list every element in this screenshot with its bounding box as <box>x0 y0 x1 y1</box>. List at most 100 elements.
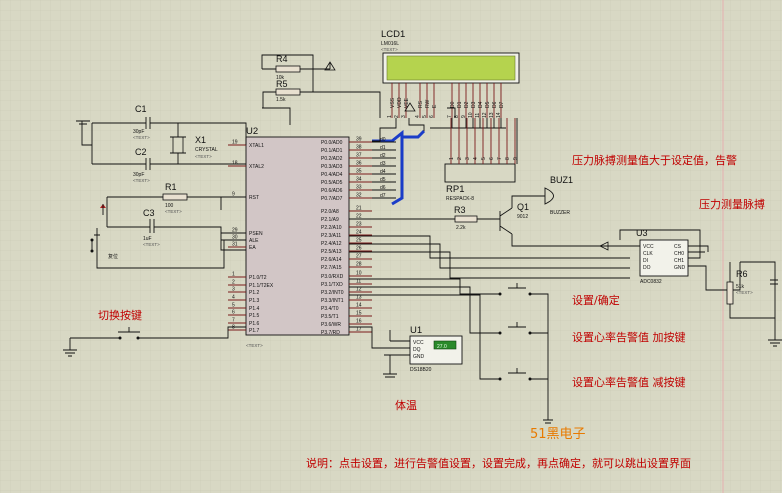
lcd-ref: LCD1 <box>381 29 405 40</box>
r5-value: 1.5k <box>276 97 286 103</box>
net-label: d1 <box>380 145 386 151</box>
lcd-pin-number: 14 <box>496 112 502 118</box>
mcu-ref: U2 <box>246 126 258 137</box>
adc-pin-label: GND <box>674 265 686 271</box>
mcu-pin-number: 33 <box>356 185 362 191</box>
lcd-pin-label: D1 <box>457 101 463 108</box>
reset-label: 复位 <box>108 253 118 260</box>
u3-ref: U3 <box>636 228 648 238</box>
r6-value: 51k <box>736 284 745 290</box>
mcu-pin-number: 26 <box>356 246 362 252</box>
crystal-wires <box>81 121 247 165</box>
svg-text:1: 1 <box>449 157 455 160</box>
mcu-pin-number: 10 <box>356 271 362 277</box>
mcu-pin-name: P2.5/A13 <box>321 249 342 255</box>
mcu-pin-number: 9 <box>232 192 235 198</box>
net-label: d0 <box>380 137 386 143</box>
power-symbol-top <box>324 61 336 71</box>
c1-value: 30pF <box>133 129 144 135</box>
mcu-pin-name: P2.4/A12 <box>321 241 342 247</box>
temperature-sensor[interactable]: U1 VCC DQ GND 27.0 DS18B20 <box>409 325 463 373</box>
mcu-pin-name: P0.7/AD7 <box>321 196 343 202</box>
mcu-pin-name: P2.0/A8 <box>321 209 339 215</box>
svg-text:GND: GND <box>413 354 425 360</box>
u1-ref: U1 <box>410 325 422 336</box>
lcd-pin-label: D2 <box>464 101 470 108</box>
mcu-pin-name: P1.7 <box>249 328 260 334</box>
lcd-pin-label: D3 <box>471 101 477 108</box>
lcd-pin-label: RS <box>418 100 424 108</box>
net-label: d2 <box>380 153 386 159</box>
p3-button-wires <box>349 278 549 420</box>
annotation-instructions: 说明：点击设置，进行告警值设置，设置完成，再点确定，就可以跳出设置界面 <box>306 456 691 470</box>
mcu-pin-number: 27 <box>356 254 362 260</box>
lcd-text-tag: <TEXT> <box>381 47 398 52</box>
mcu-pin-name: P2.6/A14 <box>321 257 342 263</box>
mcu-pin-number: 2 <box>232 280 235 286</box>
lcd-pin-label: D7 <box>499 101 505 108</box>
mcu-pin-number: 7 <box>232 318 235 324</box>
c2-value: 30pF <box>133 172 144 178</box>
adc-pin-label: CH0 <box>674 251 684 257</box>
rp1-pull-wire <box>447 107 456 118</box>
mcu-pin-number: 19 <box>232 140 238 146</box>
transistor-q1[interactable]: Q1 9012 <box>499 202 529 235</box>
mcu-pin-name: P0.1/AD1 <box>321 148 343 154</box>
mcu-pin-name: P1.2 <box>249 290 260 296</box>
mcu-pin-name: P0.5/AD5 <box>321 180 343 186</box>
data-bus <box>372 129 404 206</box>
mcu-chip[interactable]: U2 19XTAL118XTAL29RST29PSEN30ALE31EA1P1.… <box>228 126 372 348</box>
capacitor-c3[interactable]: C3 1uF <TEXT> <box>143 208 160 247</box>
mcu-pin-name: P1.1/T2EX <box>249 283 274 289</box>
q1-adc-wires <box>349 195 630 279</box>
mcu-pin-number: 13 <box>356 295 362 301</box>
mcu-pin-name: XTAL1 <box>249 143 264 149</box>
watermark: 51黑电子 <box>530 427 586 442</box>
mcu-pin-name: P2.1/A9 <box>321 217 339 223</box>
reset-wires <box>106 196 246 227</box>
data-bus-branch <box>402 129 426 139</box>
mcu-pin-name: P2.2/A10 <box>321 225 342 231</box>
lcd-part: LM016L <box>381 41 399 47</box>
lcd-pin-number: 12 <box>482 112 488 118</box>
mcu-pin-name: P3.5/T1 <box>321 314 339 320</box>
mcu-pin-number: 3 <box>232 287 235 293</box>
mcu-pin-name: P0.3/AD3 <box>321 164 343 170</box>
adc-pin-label: CH1 <box>674 258 684 264</box>
mcu-pin-number: 21 <box>356 206 362 212</box>
mcu-pin-name: P3.3/INT1 <box>321 298 344 304</box>
power-symbol-adc <box>599 241 609 251</box>
mcu-pin-name: P3.7/RD <box>321 330 340 336</box>
mcu-pin-number: 4 <box>232 295 235 301</box>
mcu-pin-name: EA <box>249 245 256 251</box>
reset-button[interactable]: 复位 <box>90 204 119 260</box>
annotation-switch-key: 切换按键 <box>98 308 142 322</box>
mcu-pin-number: 5 <box>232 303 235 309</box>
svg-text:VCC: VCC <box>413 340 424 346</box>
svg-text:8: 8 <box>505 157 511 160</box>
buz-ref: BUZ1 <box>550 175 573 185</box>
button-ground <box>543 419 553 424</box>
svg-text:<TEXT>: <TEXT> <box>133 135 150 140</box>
mcu-pin-name: XTAL2 <box>249 164 264 170</box>
svg-text:2: 2 <box>457 157 463 160</box>
lcd-module[interactable]: LCD1 LM016L <TEXT> VSS1VDD2VEE3RS4RW5E6D… <box>381 29 520 118</box>
mcu-pin-name: RST <box>249 195 259 201</box>
mcu-pin-number: 36 <box>356 161 362 167</box>
net-label: d4 <box>380 169 386 175</box>
adc-pin-label: VCC <box>643 244 654 250</box>
mcu-pin-number: 34 <box>356 177 362 183</box>
power-symbol-top2 <box>404 102 416 112</box>
mcu-pin-number: 23 <box>356 222 362 228</box>
c2-ref: C2 <box>135 147 147 157</box>
c1-ref: C1 <box>135 104 147 114</box>
mcu-pin-number: 17 <box>356 327 362 333</box>
mcu-pin-name: P3.2/INT0 <box>321 290 344 296</box>
mcu-pin-number: 32 <box>356 193 362 199</box>
buzzer[interactable]: BUZ1 BUZZER <box>544 175 573 216</box>
r6-ref: R6 <box>736 269 748 279</box>
